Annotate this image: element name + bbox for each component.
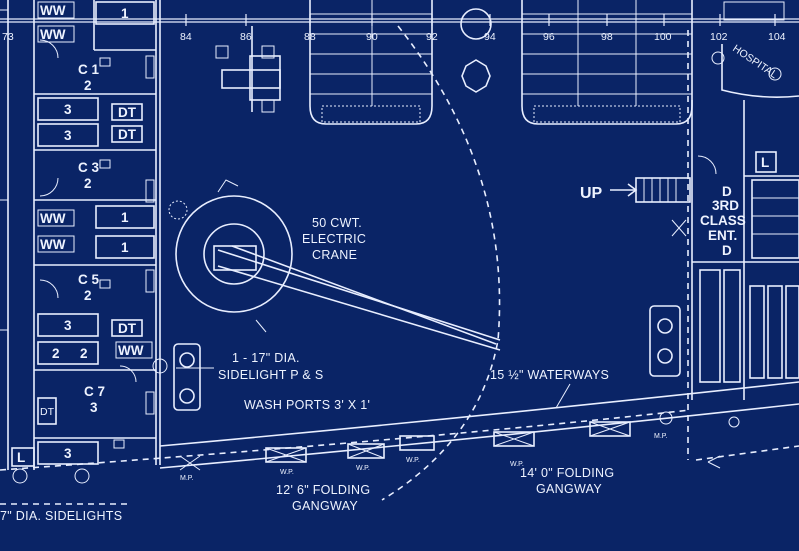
gangway-label: 14' 0" FOLDING: [520, 466, 614, 480]
berth-number: 3: [64, 318, 72, 333]
hospital-label: HOSPITAL: [730, 43, 779, 82]
dt-label: DT: [118, 321, 137, 336]
ww-label: WW: [40, 27, 66, 42]
entrance-label: CLASS: [700, 213, 746, 228]
entrance-label: D: [722, 243, 732, 258]
ww-label: WW: [40, 211, 66, 226]
frame-number: 96: [543, 31, 555, 43]
gangway-label: GANGWAY: [292, 499, 358, 513]
ventilator: [460, 8, 492, 40]
lavatory-label: L: [17, 450, 25, 465]
frame-number: 98: [601, 31, 613, 43]
entrance-label: 3RD: [712, 198, 739, 213]
electric-crane: [168, 25, 501, 501]
frame-ticks: [185, 14, 776, 26]
berth-number: 2: [52, 346, 60, 361]
crane-label: 50 CWT.: [312, 216, 362, 230]
hatch-aft: [521, 0, 693, 125]
frame-number: 94: [484, 31, 496, 43]
waterways-label: 15 ½" WATERWAYS: [490, 368, 609, 382]
sidelight-fitting: [173, 343, 201, 411]
fitting: [649, 305, 681, 377]
crane-label: ELECTRIC: [302, 232, 366, 246]
berth-number: 1: [121, 240, 129, 255]
berth-number: 1: [121, 210, 129, 225]
third-class-entrance: L: [610, 30, 799, 460]
cabin-berths: 3: [90, 400, 98, 415]
frame-number: 84: [180, 31, 192, 43]
cabin-id: C 7: [84, 384, 105, 399]
mp-label: M.P.: [654, 433, 668, 440]
berth-number: 2: [80, 346, 88, 361]
lavatory-label: L: [761, 155, 769, 170]
sidelights-label: 7" DIA. SIDELIGHTS: [0, 509, 122, 523]
wp-label: W.P.: [280, 469, 294, 476]
wp-label: W.P.: [406, 457, 420, 464]
berth-number: 3: [64, 128, 72, 143]
hatch-forward: [309, 0, 433, 125]
cabin-id: C 3: [78, 160, 100, 175]
berth-number: 3: [64, 102, 72, 117]
wp-label: W.P.: [510, 461, 524, 468]
dt-label: DT: [40, 406, 55, 418]
mp-label: M.P.: [180, 475, 194, 482]
dt-label: DT: [118, 105, 137, 120]
entrance-label: ENT.: [708, 228, 737, 243]
sidelight-label: 1 - 17" DIA.: [232, 351, 300, 365]
hospital: HOSPITAL: [711, 1, 799, 98]
cabin-id: C 1: [78, 62, 100, 77]
frame-number: 86: [240, 31, 252, 43]
entrance-label: D: [722, 184, 732, 199]
frame-number: 100: [654, 31, 672, 43]
cabin-block: WW WW WW WW WW 3 3 1 1 3 1 2 2 3 DT DT D…: [0, 0, 168, 470]
deck-winch: [215, 26, 281, 113]
cabin-berths: 2: [84, 176, 92, 191]
up-label: UP: [580, 185, 603, 202]
ww-label: WW: [40, 237, 66, 252]
bollard: [461, 59, 491, 93]
berth-number: 1: [121, 6, 129, 21]
sidelight-label: SIDELIGHT P & S: [218, 368, 323, 382]
wash-ports-label: WASH PORTS 3' X 1': [244, 398, 370, 412]
ww-label: WW: [40, 3, 66, 18]
ww-label: WW: [118, 343, 144, 358]
gangway-label: 12' 6" FOLDING: [276, 483, 370, 497]
cabin-berths: 2: [84, 78, 92, 93]
crane-label: CRANE: [312, 248, 357, 262]
berth-number: 3: [64, 446, 72, 461]
gangway-label: GANGWAY: [536, 482, 602, 496]
frame-number: 104: [768, 31, 786, 43]
frame-number: 102: [710, 31, 728, 43]
cabin-id: C 5: [78, 272, 100, 287]
cabin-berths: 2: [84, 288, 92, 303]
wp-label: W.P.: [356, 465, 370, 472]
hull-edge: [0, 381, 799, 505]
dt-label: DT: [118, 127, 137, 142]
